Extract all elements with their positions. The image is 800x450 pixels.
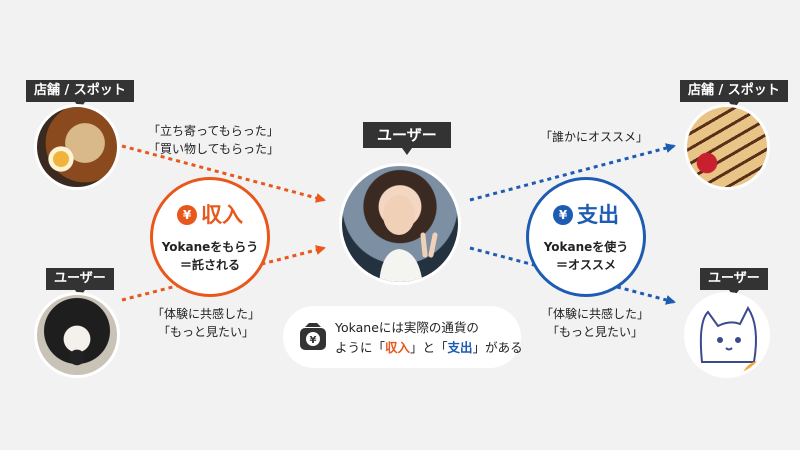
income-circle: ¥収入 Yokaneをもらう ＝託される [150,177,270,297]
expense-desc-line1: Yokaneを使う [543,240,629,254]
right-user-tag-label: ユーザー [708,271,760,286]
left-top-note-line2: 「買い物してもらった」 [148,142,280,156]
cat-icon [699,306,766,375]
expense-title-row: ¥支出 [529,200,643,230]
right-store-tag: 店舗 / スポット [680,80,788,109]
wallet-icon: ¥ [300,323,326,350]
crepe-photo [684,104,770,190]
left-user-tag: ユーザー [46,268,114,297]
income-desc-line1: Yokaneをもらう [161,240,259,254]
right-bottom-note-line1: 「体験に共感した」 [541,307,650,321]
callout-expense-word: 支出 [447,340,473,355]
left-store-tag-label: 店舗 / スポット [34,83,126,98]
dog-photo [34,292,120,378]
yen-badge-icon: ¥ [553,205,573,225]
yen-badge-icon: ¥ [177,205,197,225]
income-desc: Yokaneをもらう ＝託される [153,238,267,274]
ramen-photo [34,104,120,190]
callout-line1: Yokaneには実際の通貨の [335,320,479,335]
center-user-tag: ユーザー [363,122,451,155]
cat-illustration [684,292,770,378]
callout-income-word: 収入 [385,340,411,355]
income-desc-line2: ＝託される [179,258,240,272]
right-user-tag: ユーザー [700,268,768,297]
left-bottom-note-line1: 「体験に共感した」 [152,307,261,321]
right-store-tag-label: 店舗 / スポット [688,83,780,98]
income-title-row: ¥収入 [153,200,267,230]
left-bottom-note: 「体験に共感した」 「もっと見たい」 [152,305,260,341]
expense-desc-line2: ＝オススメ [555,258,616,272]
callout-text: Yokaneには実際の通貨の ように「収入」と「支出」がある [335,318,523,358]
svg-text:¥: ¥ [310,335,317,346]
right-bottom-note: 「体験に共感した」 「もっと見たい」 [541,305,649,341]
callout-line2: ように「収入」と「支出」がある [335,338,523,358]
center-user-photo [339,163,461,285]
left-bottom-note-line2: 「もっと見たい」 [158,325,255,339]
right-top-note: 「誰かにオススメ」 [540,128,648,146]
callout-line2-prefix: ように「 [335,340,386,355]
arrow-income-top [121,144,326,203]
right-top-note-line1: 「誰かにオススメ」 [540,130,649,144]
left-top-note: 「立ち寄ってもらった」 「買い物してもらった」 [148,122,279,158]
left-user-tag-label: ユーザー [54,271,106,286]
arrow-expense-top [469,143,676,202]
peace-hand-icon [379,195,438,282]
left-top-note-line1: 「立ち寄ってもらった」 [148,124,279,138]
callout-line2-suffix: 」がある [472,340,523,355]
expense-circle: ¥支出 Yokaneを使う ＝オススメ [526,177,646,297]
center-user-tag-label: ユーザー [377,126,437,144]
callout-line2-mid: 」と「 [410,340,448,355]
left-store-tag: 店舗 / スポット [26,80,134,109]
expense-title: 支出 [577,203,619,227]
income-title: 収入 [201,203,243,227]
yokane-callout: ¥ Yokaneには実際の通貨の ように「収入」と「支出」がある [283,306,523,368]
right-bottom-note-line2: 「もっと見たい」 [547,325,644,339]
expense-desc: Yokaneを使う ＝オススメ [529,238,643,274]
